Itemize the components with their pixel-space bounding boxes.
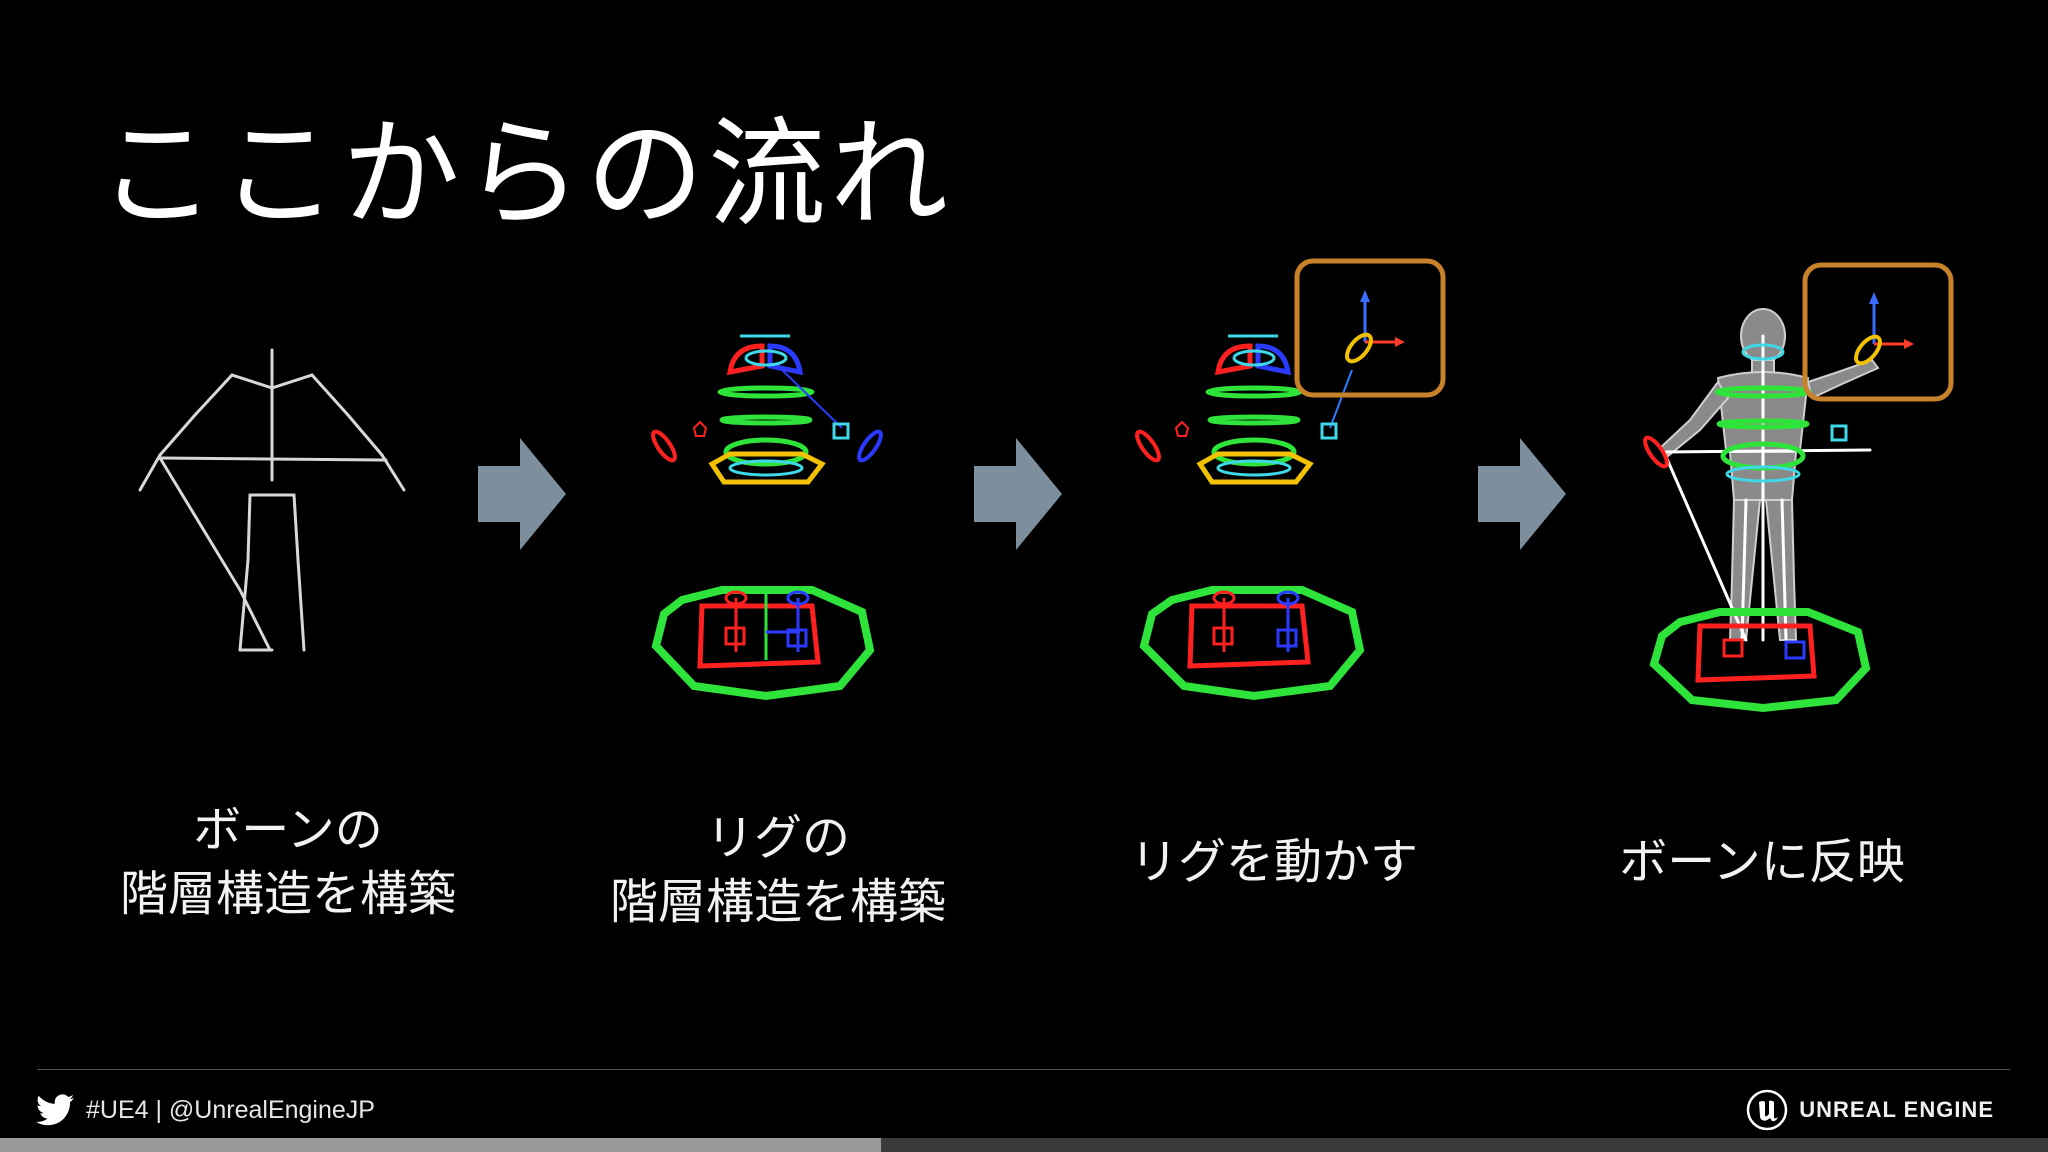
slide-title: ここからの流れ bbox=[98, 105, 953, 243]
hashtag-handle: #UE4 | @UnrealEngineJP bbox=[86, 1095, 375, 1124]
step-caption-2: リグの 階層構造を構築 bbox=[610, 806, 946, 934]
step-caption-4: ボーンに反映 bbox=[1619, 830, 1905, 894]
unreal-engine-logo-icon bbox=[1747, 1089, 1788, 1131]
arrow-2 bbox=[974, 438, 1062, 550]
brand-name: UNREAL ENGINE bbox=[1799, 1097, 1994, 1122]
footer-brand: UNREAL ENGINE bbox=[1745, 1088, 1994, 1132]
step-caption-3: リグを動かす bbox=[1130, 830, 1418, 894]
step-caption-1: ボーンの 階層構造を構築 bbox=[120, 798, 456, 926]
highlight-box-step3 bbox=[1294, 258, 1446, 398]
step1-line2: 階層構造を構築 bbox=[119, 866, 457, 922]
arrow-3 bbox=[1478, 438, 1566, 550]
flow-arrows bbox=[478, 438, 1566, 550]
step2-line1: リグの bbox=[705, 810, 851, 866]
step1-line1: ボーンの bbox=[193, 802, 383, 858]
twitter-bird-icon bbox=[36, 1094, 74, 1126]
step3-line1: リグを動かす bbox=[1129, 834, 1419, 890]
highlight-box-step4 bbox=[1802, 262, 1954, 402]
progress-fill bbox=[0, 1138, 881, 1152]
step4-line1: ボーンに反映 bbox=[1619, 834, 1905, 890]
step2-line2: 階層構造を構築 bbox=[609, 874, 947, 930]
mannequin-with-rig bbox=[1643, 290, 1916, 713]
arrow-1 bbox=[478, 438, 566, 550]
rig-controls bbox=[651, 334, 883, 701]
rig-controls-moved bbox=[1135, 288, 1407, 701]
footer-divider bbox=[37, 1069, 2010, 1070]
footer-social: #UE4 | @UnrealEngineJP bbox=[36, 1090, 375, 1130]
bone-skeleton bbox=[138, 348, 406, 652]
progress-track bbox=[0, 1138, 2048, 1152]
